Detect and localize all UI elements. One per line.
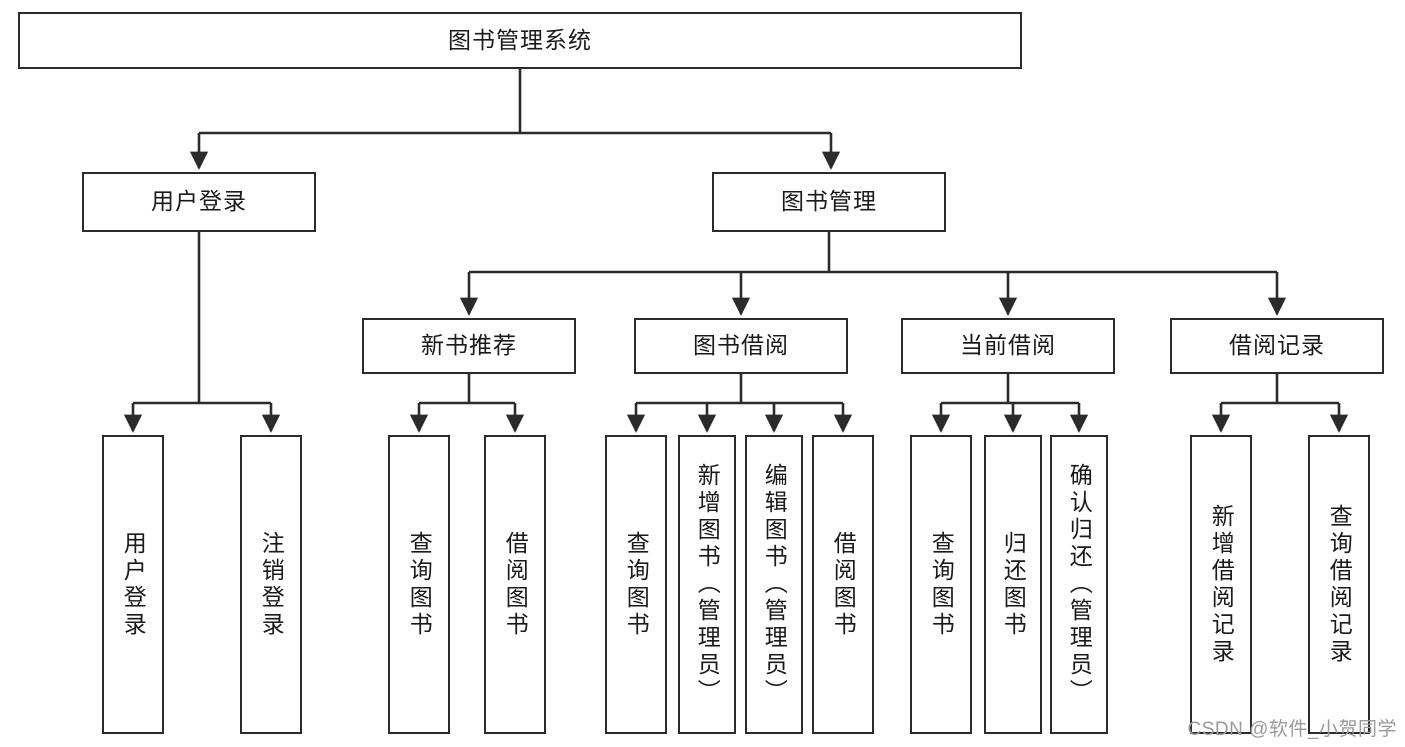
node-leaf-query-borrow-record-label: 查询借阅记录 bbox=[1326, 503, 1353, 666]
node-borrow-record-label: 借阅记录 bbox=[1229, 332, 1325, 359]
node-leaf-query-book-borrow-label: 查询图书 bbox=[623, 530, 650, 639]
node-leaf-confirm-return-admin[interactable]: 确认归还（管理员） bbox=[1050, 435, 1108, 734]
node-leaf-user-login-label: 用户登录 bbox=[120, 530, 147, 639]
node-current-borrow[interactable]: 当前借阅 bbox=[901, 318, 1115, 374]
node-leaf-query-book-borrow[interactable]: 查询图书 bbox=[605, 435, 667, 734]
node-new-book-rec-label: 新书推荐 bbox=[421, 332, 517, 359]
node-leaf-query-borrow-record[interactable]: 查询借阅记录 bbox=[1308, 435, 1370, 734]
node-leaf-user-login[interactable]: 用户登录 bbox=[102, 435, 164, 734]
node-leaf-add-book-admin-label: 新增图书（管理员） bbox=[694, 463, 721, 706]
node-leaf-add-borrow-record[interactable]: 新增借阅记录 bbox=[1190, 435, 1252, 734]
node-leaf-user-logout-label: 注销登录 bbox=[258, 530, 285, 639]
node-new-book-rec[interactable]: 新书推荐 bbox=[362, 318, 576, 374]
node-leaf-borrow-book-rec[interactable]: 借阅图书 bbox=[484, 435, 546, 734]
node-leaf-add-book-admin[interactable]: 新增图书（管理员） bbox=[678, 435, 736, 734]
node-borrow-record[interactable]: 借阅记录 bbox=[1170, 318, 1384, 374]
watermark-text: CSDN @软件_小贺同学 bbox=[1187, 719, 1397, 740]
node-user-login-label: 用户登录 bbox=[151, 188, 247, 215]
node-book-borrow[interactable]: 图书借阅 bbox=[634, 318, 848, 374]
node-root[interactable]: 图书管理系统 bbox=[18, 12, 1022, 69]
node-current-borrow-label: 当前借阅 bbox=[960, 332, 1056, 359]
node-leaf-query-book-current-label: 查询图书 bbox=[928, 530, 955, 639]
node-leaf-query-book-rec-label: 查询图书 bbox=[406, 530, 433, 639]
node-leaf-user-logout[interactable]: 注销登录 bbox=[240, 435, 302, 734]
node-user-login[interactable]: 用户登录 bbox=[82, 172, 316, 232]
node-leaf-add-borrow-record-label: 新增借阅记录 bbox=[1208, 503, 1235, 666]
node-leaf-borrow-book-label: 借阅图书 bbox=[830, 530, 857, 639]
node-root-label: 图书管理系统 bbox=[448, 26, 592, 53]
node-book-borrow-label: 图书借阅 bbox=[693, 332, 789, 359]
node-book-manage[interactable]: 图书管理 bbox=[712, 172, 946, 232]
node-leaf-edit-book-admin-label: 编辑图书（管理员） bbox=[761, 463, 788, 706]
node-leaf-return-book-label: 归还图书 bbox=[1000, 530, 1027, 639]
node-leaf-borrow-book-rec-label: 借阅图书 bbox=[502, 530, 529, 639]
node-leaf-borrow-book[interactable]: 借阅图书 bbox=[812, 435, 874, 734]
node-leaf-confirm-return-admin-label: 确认归还（管理员） bbox=[1066, 463, 1093, 706]
node-leaf-edit-book-admin[interactable]: 编辑图书（管理员） bbox=[745, 435, 803, 734]
node-leaf-return-book[interactable]: 归还图书 bbox=[984, 435, 1042, 734]
node-leaf-query-book-current[interactable]: 查询图书 bbox=[910, 435, 972, 734]
node-leaf-query-book-rec[interactable]: 查询图书 bbox=[388, 435, 450, 734]
node-book-manage-label: 图书管理 bbox=[781, 188, 877, 215]
